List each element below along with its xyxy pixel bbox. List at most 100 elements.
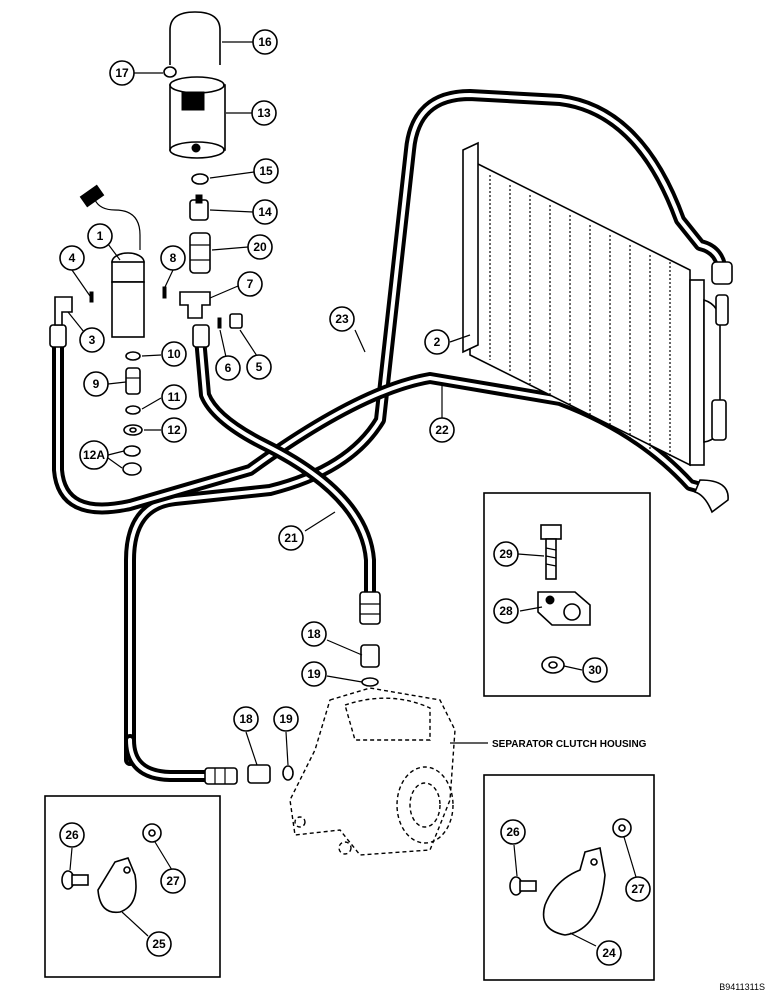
figure-id: B9411311S <box>719 982 765 992</box>
svg-text:18: 18 <box>307 627 321 641</box>
callout-24: 24 <box>596 940 622 966</box>
callout-27-left: 27 <box>160 868 186 894</box>
callout-29: 29 <box>493 541 519 567</box>
callout-18-upper: 18 <box>301 621 327 647</box>
svg-text:6: 6 <box>225 361 232 375</box>
hose-21 <box>194 332 376 616</box>
svg-text:11: 11 <box>168 390 181 404</box>
fitting-18-upper <box>360 644 380 668</box>
callout-20: 20 <box>247 234 273 260</box>
callout-14: 14 <box>252 199 278 225</box>
callout-28: 28 <box>493 598 519 624</box>
callout-13: 13 <box>251 100 277 126</box>
hose-fitting-condenser-bottom <box>693 479 729 514</box>
callout-10: 10 <box>161 341 187 367</box>
callout-12a: 12A <box>79 440 109 470</box>
svg-text:1: 1 <box>97 229 104 243</box>
tee-fitting-7 <box>179 291 211 319</box>
svg-text:18: 18 <box>239 712 253 726</box>
hose-23 <box>124 89 728 766</box>
callout-19-upper: 19 <box>301 661 327 687</box>
elbow-fitting-3 <box>54 296 73 326</box>
condenser-fins <box>489 175 671 458</box>
svg-text:22: 22 <box>435 423 449 437</box>
svg-text:10: 10 <box>167 347 181 361</box>
callout-19-lower: 19 <box>273 706 299 732</box>
svg-text:19: 19 <box>279 712 293 726</box>
callout-21: 21 <box>278 525 304 551</box>
seal-8 <box>162 286 167 299</box>
svg-text:25: 25 <box>152 937 166 951</box>
callout-27-right: 27 <box>625 876 651 902</box>
clamp-25 <box>97 857 137 914</box>
receiver-drier <box>169 76 226 159</box>
callout-11: 11 <box>161 384 187 410</box>
svg-text:9: 9 <box>93 377 100 391</box>
svg-text:16: 16 <box>258 35 272 49</box>
svg-text:23: 23 <box>335 312 349 326</box>
svg-text:15: 15 <box>259 164 273 178</box>
callout-4: 4 <box>59 245 85 271</box>
svg-text:7: 7 <box>247 277 254 291</box>
svg-text:4: 4 <box>69 251 76 265</box>
callout-25: 25 <box>146 931 172 957</box>
fitting-20 <box>189 232 211 274</box>
svg-text:28: 28 <box>499 604 513 618</box>
callout-17: 17 <box>109 60 135 86</box>
fitting-18-lower <box>247 764 271 784</box>
callout-2: 2 <box>424 329 450 355</box>
leader-lines <box>67 41 637 947</box>
screw-26-left <box>61 870 89 890</box>
inset-box-clamp-25 <box>44 795 221 978</box>
svg-text:24: 24 <box>602 946 616 960</box>
svg-text:26: 26 <box>506 825 520 839</box>
svg-text:17: 17 <box>115 66 129 80</box>
svg-text:2: 2 <box>434 335 441 349</box>
callout-23: 23 <box>329 306 355 332</box>
o-ring-19-upper <box>361 677 379 687</box>
callout-6: 6 <box>215 355 241 381</box>
hose-bottom-run <box>124 734 216 782</box>
svg-text:30: 30 <box>588 663 602 677</box>
callout-12: 12 <box>161 417 187 443</box>
nut-17 <box>163 66 177 78</box>
hose-fitting-condenser-top <box>711 261 733 285</box>
nut-27-right <box>612 818 632 838</box>
o-ring-10 <box>125 351 141 361</box>
svg-text:19: 19 <box>307 667 321 681</box>
svg-text:13: 13 <box>257 106 271 120</box>
seal-6 <box>217 317 222 329</box>
svg-text:20: 20 <box>253 240 267 254</box>
u-clamp <box>169 11 221 65</box>
callout-15: 15 <box>253 158 279 184</box>
callout-16: 16 <box>252 29 278 55</box>
o-ring-15 <box>191 173 209 185</box>
callout-1: 1 <box>87 223 113 249</box>
washer-12 <box>123 424 143 436</box>
clamp-block-28 <box>537 591 591 626</box>
nut-30 <box>541 656 565 674</box>
inset-box-clamp-block <box>483 492 651 697</box>
separator-clutch-housing <box>289 687 488 856</box>
seal-4 <box>89 291 94 303</box>
callout-3: 3 <box>79 327 105 353</box>
callout-26-right: 26 <box>500 819 526 845</box>
clamp-24 <box>542 847 606 936</box>
plug-5 <box>229 313 243 329</box>
o-ring-19-lower <box>282 765 294 781</box>
svg-text:29: 29 <box>499 547 513 561</box>
hose-fitting-left <box>49 324 67 348</box>
inset-box-clamp-24 <box>483 774 655 981</box>
nut-27-left <box>142 823 162 843</box>
condenser <box>462 141 729 467</box>
separator-clutch-housing-label: SEPARATOR CLUTCH HOUSING <box>492 739 647 750</box>
fitting-14 <box>189 194 209 221</box>
svg-text:27: 27 <box>166 874 180 888</box>
hose-fitting-21-end <box>359 591 381 625</box>
svg-text:12: 12 <box>167 423 181 437</box>
svg-text:27: 27 <box>631 882 645 896</box>
bolt-29 <box>540 524 562 580</box>
screw-26-right <box>509 876 537 896</box>
svg-text:12A: 12A <box>83 448 105 462</box>
